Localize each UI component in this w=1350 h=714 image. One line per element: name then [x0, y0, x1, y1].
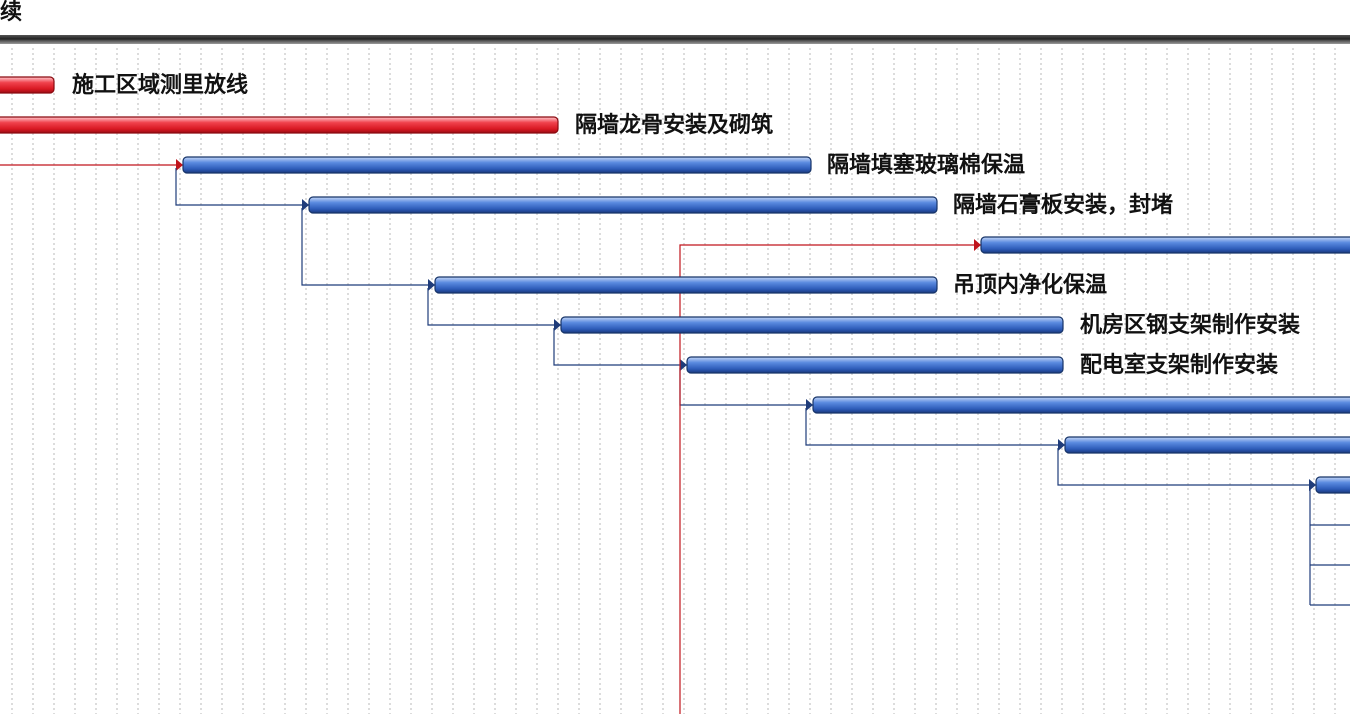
- task-bar: [1315, 476, 1350, 494]
- dependency-link: [175, 168, 309, 206]
- dependency-link: [1057, 448, 1316, 486]
- task-bar: [434, 276, 938, 294]
- link-arrow: [1058, 439, 1065, 451]
- link-arrow: [974, 239, 981, 251]
- task-label: 吊顶内净化保温: [953, 273, 1108, 298]
- header-divider: [0, 35, 1350, 44]
- link-arrow: [1309, 479, 1316, 491]
- task-bar: [812, 396, 1350, 414]
- link-arrow: [302, 199, 309, 211]
- task-label: 隔墙石膏板安装，封堵: [953, 193, 1174, 218]
- task-bar: [0, 76, 55, 94]
- link-arrow: [176, 159, 183, 171]
- task-bar: [1064, 436, 1350, 454]
- dependency-link: [553, 328, 687, 366]
- task-bar: [980, 236, 1350, 254]
- critical-link: [679, 244, 981, 714]
- dependency-link: [805, 408, 1065, 446]
- task-label: 施工区域测里放线: [72, 73, 249, 98]
- task-bar: [686, 356, 1064, 374]
- link-arrow: [554, 319, 561, 331]
- dependency-link: [301, 208, 435, 286]
- task-bar: [308, 196, 938, 214]
- task-label: 隔墙填塞玻璃棉保温: [827, 153, 1026, 178]
- task-bar: [0, 116, 559, 134]
- link-arrow: [680, 359, 687, 371]
- timeline-gridlines: [11, 48, 1336, 714]
- dependency-link: [427, 288, 561, 326]
- task-label: 隔墙龙骨安装及砌筑: [575, 113, 774, 138]
- task-bar: [560, 316, 1064, 334]
- task-label: 配电室支架制作安装: [1080, 353, 1279, 378]
- header-title: 续: [0, 0, 23, 25]
- task-bars: [0, 76, 1350, 494]
- link-arrow: [806, 399, 813, 411]
- link-arrow: [428, 279, 435, 291]
- task-bar: [182, 156, 812, 174]
- task-label: 机房区钢支架制作安装: [1080, 313, 1301, 338]
- dependency-links: [0, 159, 1350, 714]
